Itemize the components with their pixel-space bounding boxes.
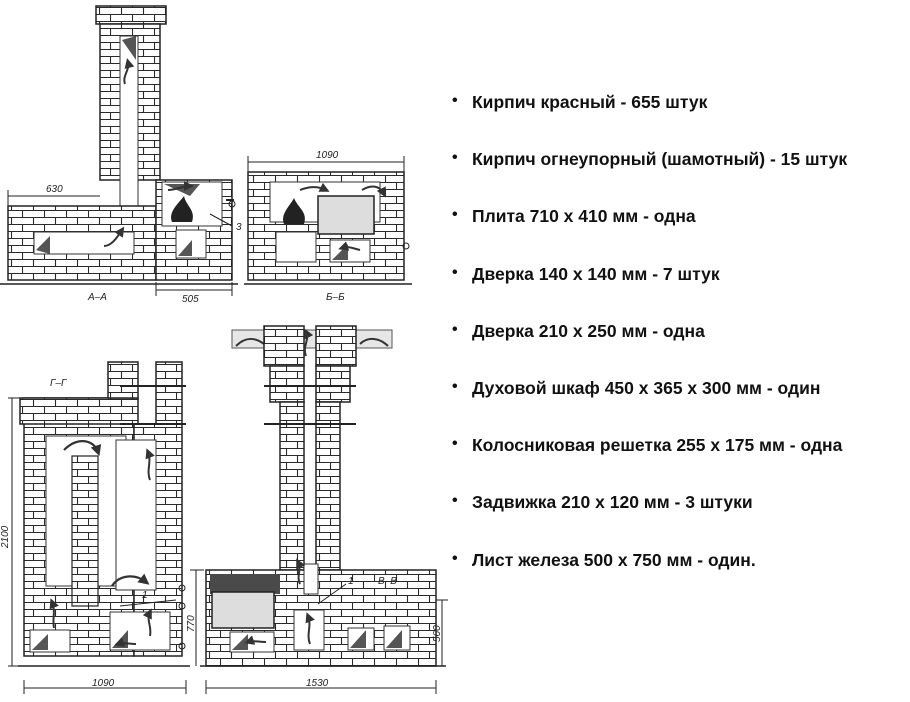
section-vv: 770 560 1530 1 В–В [186, 325, 448, 694]
material-label: Лист железа 500 х 750 мм - один. [472, 549, 756, 570]
material-label: Дверка 210 х 250 мм - одна [472, 320, 705, 341]
bullet-icon: • [452, 92, 458, 109]
bullet-icon: • [452, 492, 458, 510]
material-label: Колосниковая решетка 255 х 175 мм - одна [472, 435, 843, 456]
marker-aa: 3 [236, 222, 242, 233]
list-item: • Дверка 210 х 250 мм - одна [452, 321, 902, 378]
dim-gg-bottom: 1090 [92, 678, 115, 689]
list-item: • Кирпич огнеупорный (шамотный) - 15 штук [452, 149, 902, 206]
material-label: Кирпич красный - 655 штук [472, 92, 708, 112]
bullet-icon: • [452, 549, 458, 567]
list-item: • Задвижка 210 х 120 мм - 3 штуки [452, 492, 902, 549]
dim-gg-height: 2100 [0, 525, 11, 549]
list-item: • Дверка 140 х 140 мм - 7 штук [452, 264, 902, 321]
section-bb: 1090 Б–Б [244, 150, 412, 303]
list-item: • Кирпич красный - 655 штук [452, 92, 902, 149]
materials-list: • Кирпич красный - 655 штук • Кирпич огнеу… [452, 92, 902, 607]
bullet-icon: • [452, 377, 458, 395]
list-item: • Плита 710 х 410 мм - одна [452, 206, 902, 263]
section-gg: 2100 1090 1 Г–Г [0, 361, 190, 694]
label-gg: Г–Г [50, 378, 68, 389]
dim-bb-top: 1090 [316, 150, 339, 161]
label-vv: В–В [378, 576, 397, 587]
bullet-icon: • [452, 435, 458, 453]
section-aa: 630 505 3 А–А [0, 5, 242, 305]
material-label: Духовой шкаф 450 х 365 х 300 мм - один [472, 377, 821, 398]
label-bb: Б–Б [326, 292, 345, 303]
marker-vv: 1 [348, 576, 354, 587]
list-item: • Духовой шкаф 450 х 365 х 300 мм - один [452, 378, 902, 435]
dim-vv-height-left: 770 [186, 615, 197, 632]
material-label: Плита 710 х 410 мм - одна [472, 206, 696, 227]
label-aa: А–А [87, 292, 107, 303]
bullet-icon: • [452, 149, 458, 167]
material-label: Дверка 140 х 140 мм - 7 штук [472, 263, 720, 284]
material-label: Кирпич огнеупорный (шамотный) - 15 штук [472, 149, 848, 170]
list-item: • Лист железа 500 х 750 мм - один. [452, 550, 902, 607]
dim-vv-bottom: 1530 [306, 678, 329, 689]
dim-aa-top: 630 [46, 184, 63, 195]
dim-vv-height-right: 560 [432, 625, 443, 642]
marker-gg: 1 [142, 590, 148, 601]
dim-aa-bottom: 505 [182, 294, 199, 305]
bullet-icon: • [452, 206, 458, 224]
material-label: Задвижка 210 х 120 мм - 3 штуки [472, 492, 753, 513]
bullet-icon: • [452, 263, 458, 281]
list-item: • Колосниковая решетка 255 х 175 мм - одн… [452, 435, 902, 492]
bullet-icon: • [452, 320, 458, 338]
